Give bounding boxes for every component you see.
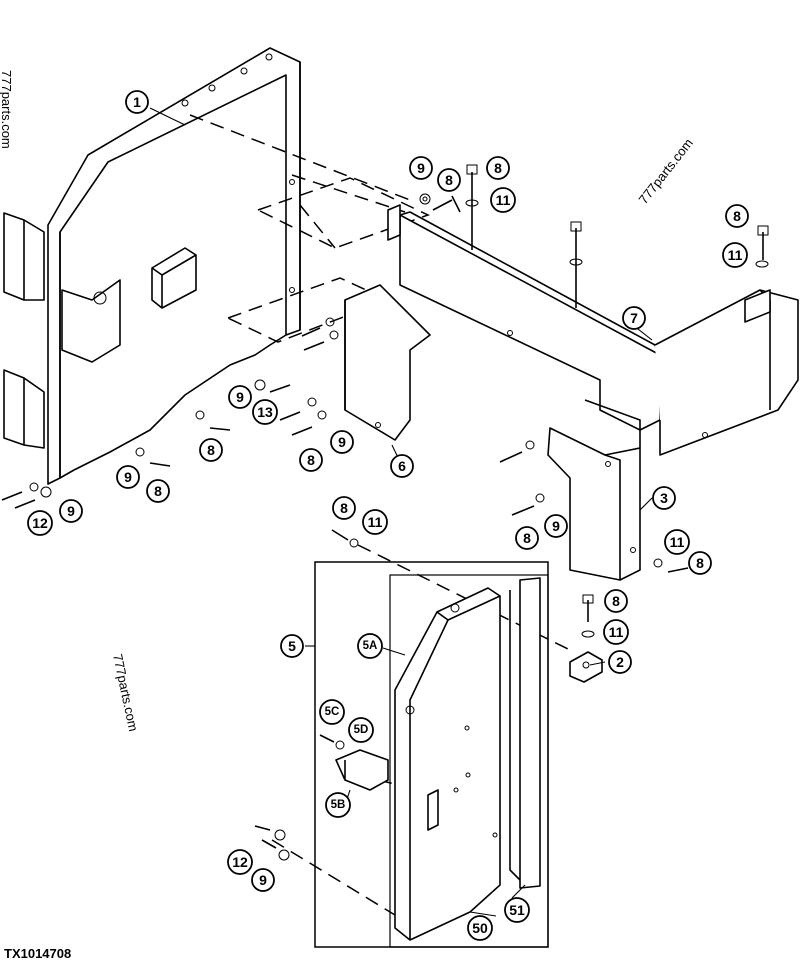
callout-3: 3 (652, 486, 676, 510)
callout-7: 7 (622, 306, 646, 330)
part-6-bracket (344, 284, 431, 441)
svg-text:2: 2 (616, 654, 624, 670)
callout-11e: 11 (603, 619, 629, 645)
svg-text:9: 9 (552, 518, 560, 534)
svg-text:12: 12 (232, 854, 248, 870)
callout-11a: 11 (490, 187, 516, 213)
svg-text:7: 7 (630, 310, 638, 326)
svg-text:8: 8 (523, 530, 531, 546)
svg-text:9: 9 (259, 872, 267, 888)
svg-text:11: 11 (670, 534, 685, 550)
callout-9d: 9 (330, 430, 354, 454)
callout-11b: 11 (722, 242, 748, 268)
callout-8c: 8 (725, 204, 749, 228)
callout-8b: 8 (486, 156, 510, 180)
svg-text:8: 8 (733, 208, 741, 224)
svg-text:11: 11 (609, 624, 624, 640)
svg-text:9: 9 (124, 469, 132, 485)
callout-11c: 11 (362, 509, 388, 535)
callout-8j: 8 (604, 589, 628, 613)
svg-text:8: 8 (494, 160, 502, 176)
svg-text:9: 9 (417, 160, 425, 176)
callout-8e: 8 (146, 479, 170, 503)
svg-text:8: 8 (154, 483, 162, 499)
callout-5a: 5A (357, 633, 383, 659)
callout-5b: 5B (325, 792, 351, 818)
svg-text:5C: 5C (325, 706, 340, 718)
part-3-cover (547, 399, 641, 581)
svg-text:8: 8 (612, 593, 620, 609)
callout-8h: 8 (515, 526, 539, 550)
part-7-cross-member (387, 204, 799, 456)
watermark-middle: 777parts.com (110, 653, 141, 733)
figure-id-label: TX1014708 (4, 946, 72, 961)
callout-5d: 5D (348, 717, 374, 743)
callout-9g: 9 (251, 868, 275, 892)
svg-text:6: 6 (398, 458, 406, 474)
callout-13: 13 (252, 399, 278, 425)
callout-8d: 8 (199, 438, 223, 462)
svg-text:9: 9 (67, 503, 75, 519)
part-1-frame (3, 47, 301, 485)
svg-text:5A: 5A (363, 640, 378, 652)
svg-text:8: 8 (445, 172, 453, 188)
callout-5c: 5C (319, 699, 345, 725)
svg-text:5: 5 (288, 638, 296, 654)
svg-text:50: 50 (472, 920, 488, 936)
callout-8g: 8 (332, 496, 356, 520)
svg-text:13: 13 (257, 404, 273, 420)
callout-5: 5 (280, 634, 304, 658)
watermark-top-right: 777parts.com (636, 136, 696, 207)
callout-1: 1 (125, 90, 149, 114)
callout-12a: 12 (27, 510, 53, 536)
callout-9f: 9 (544, 514, 568, 538)
svg-text:8: 8 (307, 452, 315, 468)
hardware-fasteners (1, 164, 769, 861)
svg-text:1: 1 (133, 94, 141, 110)
svg-text:5B: 5B (331, 799, 346, 811)
callout-50: 50 (467, 915, 493, 941)
svg-text:12: 12 (32, 515, 48, 531)
callout-2: 2 (608, 650, 632, 674)
svg-text:3: 3 (660, 490, 668, 506)
dashed-outlines (189, 114, 571, 916)
svg-text:11: 11 (496, 192, 511, 208)
callout-12b: 12 (227, 849, 253, 875)
watermark-left-edge: 777parts.com (0, 70, 14, 149)
svg-text:9: 9 (338, 434, 346, 450)
callout-6: 6 (390, 454, 414, 478)
svg-text:11: 11 (728, 247, 743, 263)
part-5-assembly-box (314, 561, 549, 948)
callout-9e: 9 (59, 499, 83, 523)
callout-9a: 9 (409, 156, 433, 180)
callout-11d: 11 (664, 529, 690, 555)
callout-8f: 8 (299, 448, 323, 472)
callout-8a: 8 (437, 168, 461, 192)
svg-text:8: 8 (340, 500, 348, 516)
svg-text:51: 51 (509, 902, 525, 918)
callout-9c: 9 (116, 465, 140, 489)
part-2-bracket (569, 651, 603, 683)
svg-text:9: 9 (236, 389, 244, 405)
callout-51: 51 (504, 897, 530, 923)
svg-text:5D: 5D (354, 724, 369, 736)
svg-text:8: 8 (696, 555, 704, 571)
callout-9b: 9 (228, 385, 252, 409)
callout-8i: 8 (688, 551, 712, 575)
svg-text:8: 8 (207, 442, 215, 458)
svg-text:11: 11 (368, 514, 383, 530)
callouts: 1 2 3 5 5A 5B 5C 5D 6 7 8 8 8 8 8 8 8 8 … (27, 90, 749, 941)
